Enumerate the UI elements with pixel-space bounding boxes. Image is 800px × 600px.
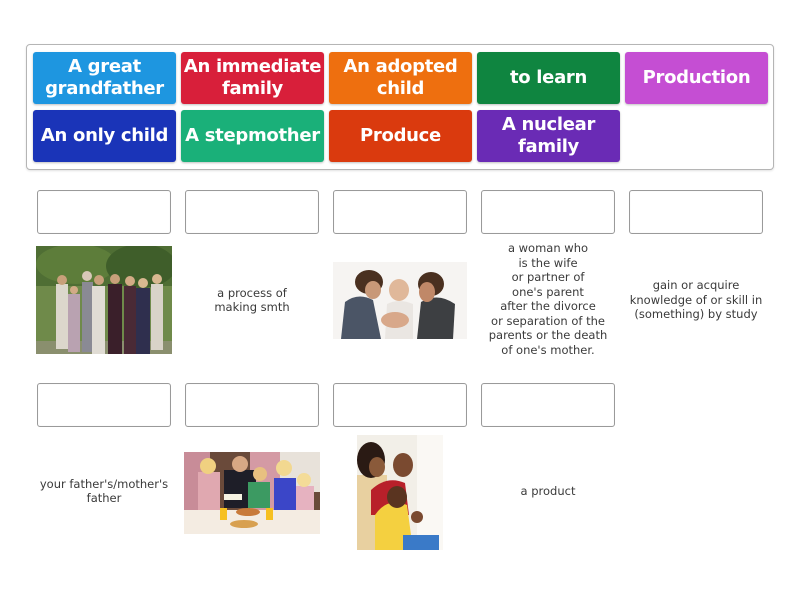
clue-line: after the divorce [500,299,596,313]
clue-line: a process of [217,285,287,300]
tile-label: Produce [360,125,441,146]
tile-adopted-child[interactable]: An adopted child [329,52,472,104]
tile-to-learn[interactable]: to learn [477,52,620,104]
clue-line: or partner of [511,270,585,284]
clue-line: of one's mother. [501,342,595,357]
tile-production[interactable]: Production [625,52,768,104]
large-family-outdoors-photo [36,246,172,354]
tile-label: An immediate family [183,56,322,99]
drop-zone-6[interactable] [37,383,171,427]
parents-kissing-baby-photo [333,262,467,339]
clue-line: is the wife [518,255,578,270]
clue-grandfather-definition: your father's/mother's father [37,455,171,527]
clue-process-of-making: a process of making smth [185,262,319,338]
drop-zone-7[interactable] [185,383,319,427]
clue-line: making smth [214,300,290,314]
clue-line: parents or the death [488,328,608,342]
tile-label: A stepmother [185,125,320,146]
clue-line: father [86,491,122,505]
clue-line: gain or acquire [652,278,740,293]
clue-line: (something) by study [634,307,758,322]
tile-immediate-family[interactable]: An immediate family [181,52,324,104]
clue-a-product: a product [481,455,615,527]
word-bank: A great grandfather An immediate family … [26,44,774,170]
clue-line: a woman who [507,241,589,255]
drop-zone-4[interactable] [481,190,615,234]
drop-zone-2[interactable] [185,190,319,234]
clue-stepmother-definition: a woman who is the wife or partner of on… [478,238,618,360]
drop-zone-3[interactable] [333,190,467,234]
clue-line: a product [520,483,576,498]
drop-zone-9[interactable] [481,383,615,427]
tile-nuclear-family[interactable]: A nuclear family [477,110,620,162]
tile-only-child[interactable]: An only child [33,110,176,162]
tile-great-grandfather[interactable]: A great grandfather [33,52,176,104]
drop-zone-5[interactable] [629,190,763,234]
clue-line: or separation of the [491,313,605,328]
tile-produce[interactable]: Produce [329,110,472,162]
tile-label: Production [642,67,751,88]
clue-line: your father's/mother's [39,476,169,491]
tile-label: A great grandfather [45,56,164,99]
family-praying-photo [357,435,443,550]
family-dinner-table-photo [184,452,320,534]
drop-zone-8[interactable] [333,383,467,427]
tile-label: A nuclear family [501,114,596,157]
clue-line: one's parent [512,284,584,299]
tile-label: to learn [509,67,588,88]
drop-zone-1[interactable] [37,190,171,234]
clue-learn-definition: gain or acquire knowledge of or skill in… [626,262,766,338]
tile-label: An only child [40,125,169,146]
tile-label: An adopted child [343,56,458,99]
tile-stepmother[interactable]: A stepmother [181,110,324,162]
clue-line: knowledge of or skill in [629,292,763,307]
